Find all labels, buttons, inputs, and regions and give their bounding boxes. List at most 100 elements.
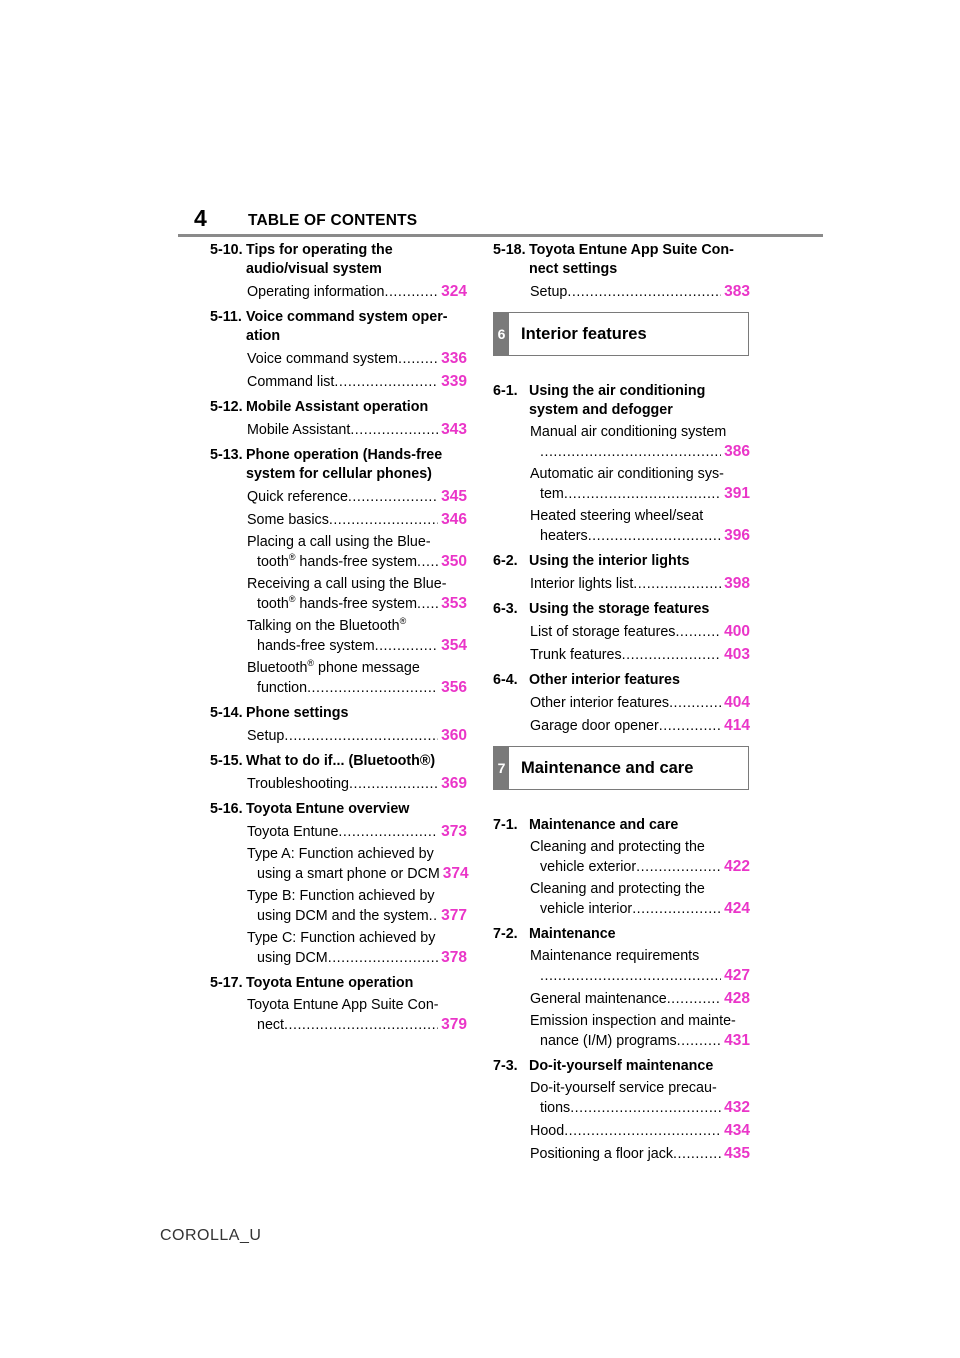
toc-entry[interactable]: Some basics346 xyxy=(210,510,467,530)
section-number: 6-2. xyxy=(493,553,518,569)
toc-entry[interactable]: Bluetooth® phone messagefunction356 xyxy=(210,659,467,698)
toc-section-heading[interactable]: 5-11.Voice command system oper-ation xyxy=(210,308,467,346)
toc-section-heading[interactable]: 5-16.Toyota Entune overview xyxy=(210,800,467,819)
toc-section-heading[interactable]: 7-1.Maintenance and care xyxy=(493,816,750,835)
page-link[interactable]: 391 xyxy=(724,485,750,502)
page-link[interactable]: 360 xyxy=(441,727,467,744)
entry-line: Troubleshooting369 xyxy=(247,774,467,794)
page-link[interactable]: 346 xyxy=(441,511,467,528)
toc-section-heading[interactable]: 5-15.What to do if... (Bluetooth®) xyxy=(210,752,467,771)
section-number: 5-12. xyxy=(210,399,243,415)
toc-entry[interactable]: Garage door opener414 xyxy=(493,716,750,736)
page-link[interactable]: 414 xyxy=(724,717,750,734)
toc-section-heading[interactable]: 5-12.Mobile Assistant operation xyxy=(210,398,467,417)
page-link[interactable]: 345 xyxy=(441,488,467,505)
page-link[interactable]: 356 xyxy=(441,679,467,696)
page-link[interactable]: 386 xyxy=(724,443,750,460)
page-link[interactable]: 377 xyxy=(441,907,467,924)
page-link[interactable]: 354 xyxy=(441,637,467,654)
toc-entry[interactable]: Setup360 xyxy=(210,726,467,746)
page-link[interactable]: 435 xyxy=(724,1145,750,1162)
page-link[interactable]: 383 xyxy=(724,283,750,300)
toc-entry[interactable]: Quick reference345 xyxy=(210,487,467,507)
toc-section-heading[interactable]: 6-4.Other interior features xyxy=(493,671,750,690)
entry-continuation: vehicle interior424 xyxy=(530,899,750,919)
page-link[interactable]: 336 xyxy=(441,350,467,367)
toc-entry[interactable]: Operating information324 xyxy=(210,282,467,302)
page-link[interactable]: 369 xyxy=(441,775,467,792)
toc-entry[interactable]: Hood434 xyxy=(493,1121,750,1141)
toc-section-heading[interactable]: 5-10.Tips for operating the audio/visual… xyxy=(210,241,467,279)
page-link[interactable]: 432 xyxy=(724,1099,750,1116)
toc-section-heading[interactable]: 5-17.Toyota Entune operation xyxy=(210,974,467,993)
toc-entry[interactable]: Talking on the Bluetooth®hands-free syst… xyxy=(210,617,467,656)
section-title: Voice command system oper-ation xyxy=(246,309,448,344)
page-link[interactable]: 350 xyxy=(441,553,467,570)
page-link[interactable]: 428 xyxy=(724,990,750,1007)
toc-entry[interactable]: Other interior features404 xyxy=(493,693,750,713)
page-link[interactable]: 379 xyxy=(441,1016,467,1033)
leader-dots xyxy=(564,485,721,504)
page-link[interactable]: 404 xyxy=(724,694,750,711)
toc-entry[interactable]: Manual air conditioning system386 xyxy=(493,423,750,462)
toc-entry[interactable]: Trunk features403 xyxy=(493,645,750,665)
toc-section-heading[interactable]: 5-18.Toyota Entune App Suite Con-nect se… xyxy=(493,241,750,279)
toc-entry[interactable]: General maintenance428 xyxy=(493,989,750,1009)
page-link[interactable]: 324 xyxy=(441,283,467,300)
toc-entry[interactable]: Toyota Entune373 xyxy=(210,822,467,842)
toc-entry[interactable]: Automatic air conditioning sys-tem391 xyxy=(493,465,750,504)
toc-section-heading[interactable]: 6-2.Using the interior lights xyxy=(493,552,750,571)
page-link[interactable]: 339 xyxy=(441,373,467,390)
toc-entry[interactable]: Do-it-yourself service precau-tions432 xyxy=(493,1079,750,1118)
page-link[interactable]: 396 xyxy=(724,527,750,544)
toc-entry[interactable]: Maintenance requirements427 xyxy=(493,947,750,986)
page-link[interactable]: 398 xyxy=(724,575,750,592)
section-number: 6-4. xyxy=(493,672,518,688)
toc-entry[interactable]: List of storage features400 xyxy=(493,622,750,642)
entry-label: Automatic air conditioning sys- xyxy=(530,466,724,482)
section-number: 7-2. xyxy=(493,926,518,942)
chapter-title: Interior features xyxy=(521,325,647,343)
page-link[interactable]: 434 xyxy=(724,1122,750,1139)
page-link[interactable]: 424 xyxy=(724,900,750,917)
toc-entry[interactable]: Toyota Entune App Suite Con-nect379 xyxy=(210,996,467,1035)
page-link[interactable]: 343 xyxy=(441,421,467,438)
toc-entry[interactable]: Emission inspection and mainte-nance (I/… xyxy=(493,1012,750,1051)
toc-entry[interactable]: Heated steering wheel/seatheaters396 xyxy=(493,507,750,546)
page-link[interactable]: 427 xyxy=(724,967,750,984)
toc-section-heading[interactable]: 6-3.Using the storage features xyxy=(493,600,750,619)
page-link[interactable]: 373 xyxy=(441,823,467,840)
toc-entry[interactable]: Command list339 xyxy=(210,372,467,392)
leader-dots xyxy=(636,858,721,877)
page-link[interactable]: 378 xyxy=(441,949,467,966)
toc-section-heading[interactable]: 6-1.Using the air conditioning system an… xyxy=(493,382,750,420)
toc-section-heading[interactable]: 5-14.Phone settings xyxy=(210,704,467,723)
toc-entry[interactable]: Interior lights list398 xyxy=(493,574,750,594)
toc-section-heading[interactable]: 7-3.Do-it-yourself maintenance xyxy=(493,1057,750,1076)
entry-continuation: 427 xyxy=(530,966,750,986)
page-link[interactable]: 400 xyxy=(724,623,750,640)
entry-line: Operating information324 xyxy=(247,282,467,302)
toc-section-heading[interactable]: 7-2.Maintenance xyxy=(493,925,750,944)
toc-entry[interactable]: Setup383 xyxy=(493,282,750,302)
page-link[interactable]: 422 xyxy=(724,858,750,875)
toc-entry[interactable]: Voice command system336 xyxy=(210,349,467,369)
page-link[interactable]: 431 xyxy=(724,1032,750,1049)
page-link[interactable]: 403 xyxy=(724,646,750,663)
toc-section-heading[interactable]: 5-13.Phone operation (Hands-free system … xyxy=(210,446,467,484)
entry-label-cont: heaters xyxy=(540,528,588,544)
toc-entry[interactable]: Mobile Assistant343 xyxy=(210,420,467,440)
toc-entry[interactable]: Placing a call using the Blue-tooth® han… xyxy=(210,533,467,572)
page-link[interactable]: 374 xyxy=(442,865,469,882)
toc-entry[interactable]: Positioning a floor jack435 xyxy=(493,1144,750,1164)
toc-entry[interactable]: Receiving a call using the Blue-tooth® h… xyxy=(210,575,467,614)
toc-entry[interactable]: Troubleshooting369 xyxy=(210,774,467,794)
page-link[interactable]: 353 xyxy=(441,595,467,612)
